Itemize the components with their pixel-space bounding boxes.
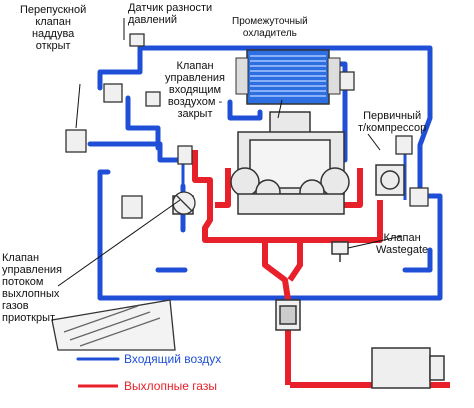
pressure-sensor-label: Датчик разности давлений	[128, 2, 213, 26]
bypass-valve-label: Перепускной клапан наддува открыт	[20, 4, 87, 52]
wastegate-label: Клапан Wastegate	[376, 232, 429, 256]
intercooler	[235, 49, 341, 105]
intake-valve-label: Клапан управления входящим воздухом - за…	[165, 60, 225, 120]
catalytic-converter	[275, 299, 301, 331]
primary-turbo-label: Первичный т/компрессор	[358, 110, 427, 134]
wastegate-valve	[331, 241, 349, 262]
primary-turbo	[375, 164, 405, 196]
intercooler-label: Промежуточный охладитель	[232, 16, 308, 39]
leader-lines	[57, 18, 403, 287]
muffler	[371, 347, 445, 389]
engine-block	[230, 111, 350, 215]
legend-intake-label: Входящий воздух	[124, 352, 222, 366]
exhaust-valve-label: Клапан управления потоком выхлопных газо…	[2, 252, 62, 324]
legend-exhaust-label: Выхлопные газы	[124, 379, 217, 393]
air-filter	[51, 299, 176, 351]
valve-actuators	[65, 33, 429, 219]
